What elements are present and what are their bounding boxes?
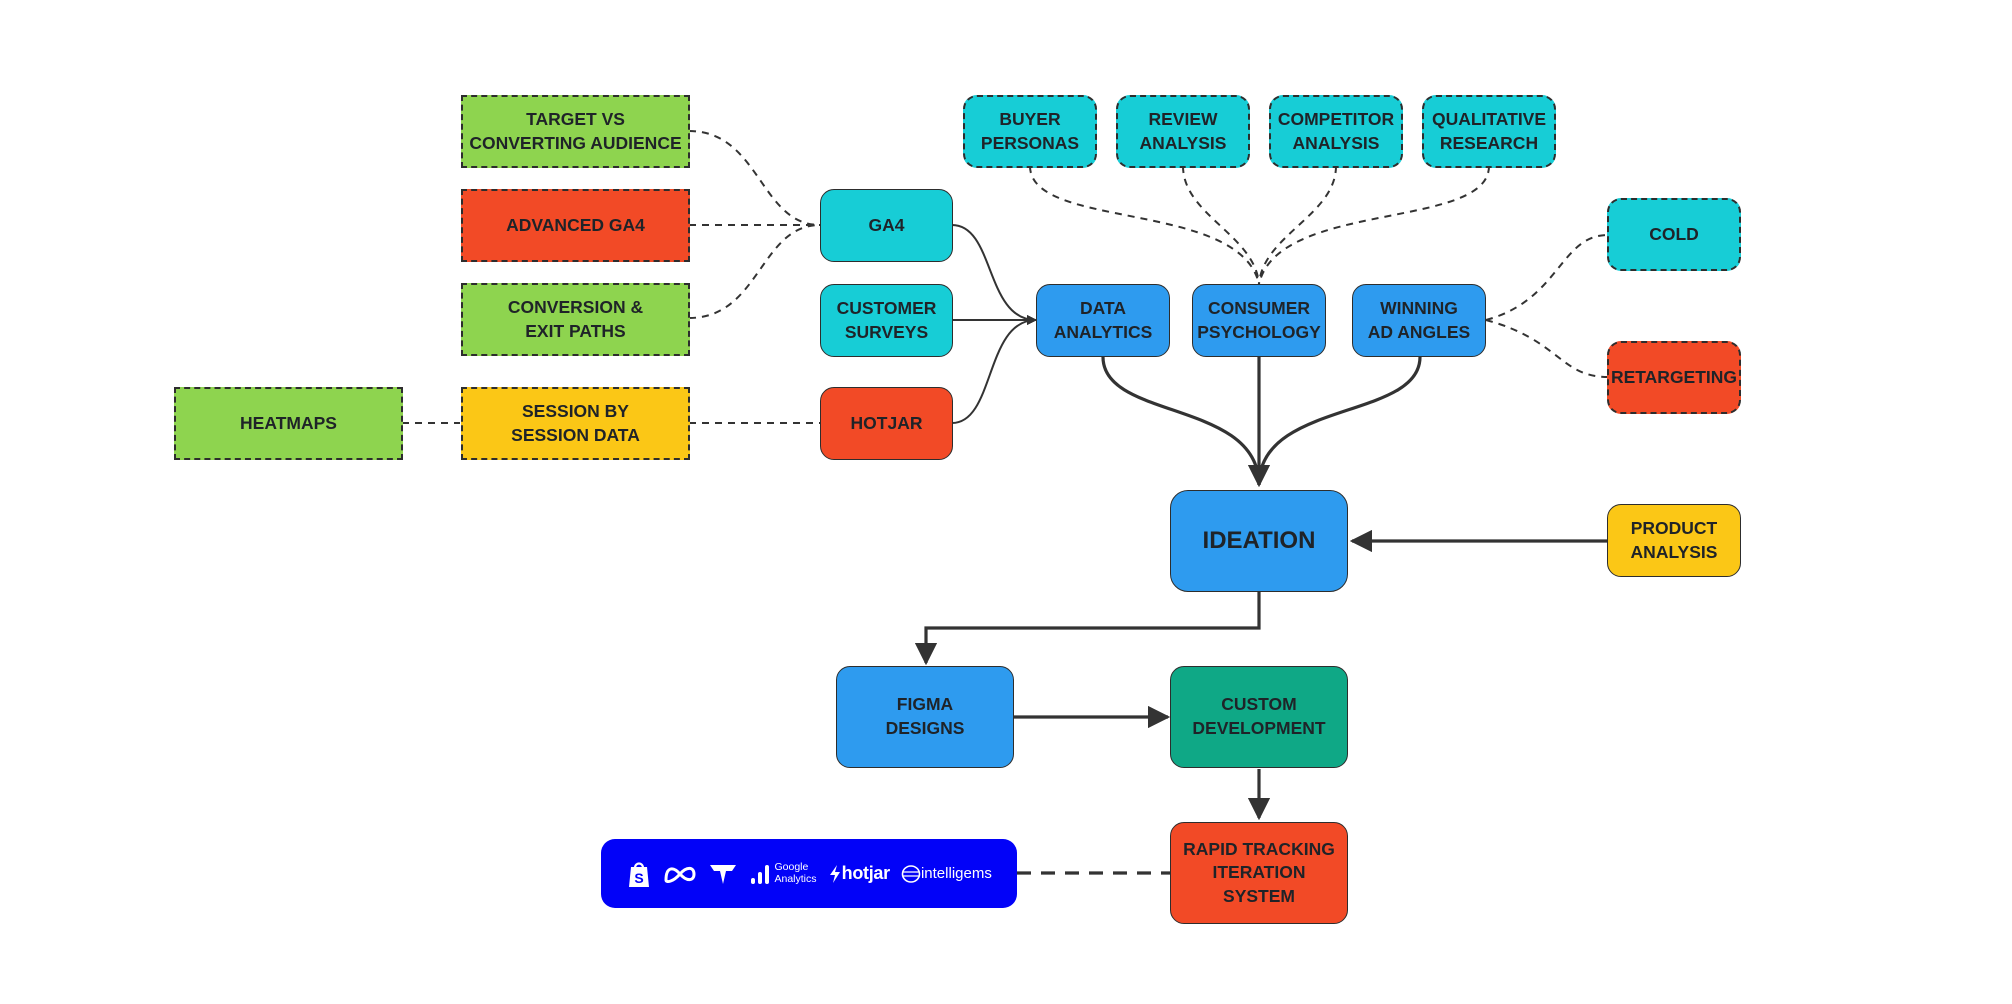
node-consumer-psychology[interactable]: CONSUMER PSYCHOLOGY xyxy=(1192,284,1326,357)
hotjar-logo-text: hotjar xyxy=(841,863,891,883)
triple-whale-icon xyxy=(708,862,738,886)
node-target-vs-converting[interactable]: TARGET VS CONVERTING AUDIENCE xyxy=(461,95,690,168)
connector-qualitative-psych xyxy=(1258,165,1490,285)
node-custom-development[interactable]: CUSTOM DEVELOPMENT xyxy=(1170,666,1348,768)
node-heatmaps[interactable]: HEATMAPS xyxy=(174,387,403,460)
node-review-analysis[interactable]: REVIEW ANALYSIS xyxy=(1116,95,1250,168)
node-ga4[interactable]: GA4 xyxy=(820,189,953,262)
node-customer-surveys[interactable]: CUSTOMER SURVEYS xyxy=(820,284,953,357)
node-ideation[interactable]: IDEATION xyxy=(1170,490,1348,592)
node-cold[interactable]: COLD xyxy=(1607,198,1741,271)
connector-ideation-figma xyxy=(914,592,1261,666)
google-analytics-text: Google Analytics xyxy=(774,861,817,885)
connector-data-ideation xyxy=(1101,356,1261,486)
node-figma-designs[interactable]: FIGMA DESIGNS xyxy=(836,666,1014,768)
intelligems-icon: intelligems xyxy=(901,864,992,884)
connector-hotjar-data xyxy=(951,315,1037,424)
connector-angles-cold xyxy=(1485,234,1609,321)
node-product-analysis[interactable]: PRODUCT ANALYSIS xyxy=(1607,504,1741,577)
node-qualitative-research[interactable]: QUALITATIVE RESEARCH xyxy=(1422,95,1556,168)
google-analytics-icon: Google Analytics xyxy=(750,862,817,884)
meta-icon xyxy=(663,863,697,885)
connector-angles-retargeting xyxy=(1485,319,1609,378)
connector-conversion-ga4 xyxy=(688,224,821,319)
svg-text:S: S xyxy=(634,870,643,886)
node-winning-ad-angles[interactable]: WINNING AD ANGLES xyxy=(1352,284,1486,357)
node-competitor-analysis[interactable]: COMPETITOR ANALYSIS xyxy=(1269,95,1403,168)
connector-personas-psych xyxy=(1029,165,1260,285)
connector-competitor-psych xyxy=(1258,165,1337,285)
connector-angles-ideation xyxy=(1257,356,1422,486)
node-hotjar[interactable]: HOTJAR xyxy=(820,387,953,460)
connector-target-ga4 xyxy=(688,130,821,226)
node-rapid-tracking[interactable]: RAPID TRACKING ITERATION SYSTEM xyxy=(1170,822,1348,924)
node-advanced-ga4[interactable]: ADVANCED GA4 xyxy=(461,189,690,262)
hotjar-icon: hotjar xyxy=(828,863,890,884)
node-retargeting[interactable]: RETARGETING xyxy=(1607,341,1741,414)
node-conversion-exit-paths[interactable]: CONVERSION & EXIT PATHS xyxy=(461,283,690,356)
shopify-icon: S xyxy=(626,859,652,889)
node-session-by-session[interactable]: SESSION BY SESSION DATA xyxy=(461,387,690,460)
tool-logos-bar: S Google Analytics hotjar intelligems xyxy=(601,839,1017,908)
connector-ga4-data xyxy=(951,224,1037,325)
connector-review-psych xyxy=(1182,165,1260,285)
node-data-analytics[interactable]: DATA ANALYTICS xyxy=(1036,284,1170,357)
node-buyer-personas[interactable]: BUYER PERSONAS xyxy=(963,95,1097,168)
intelligems-logo-text: intelligems xyxy=(920,865,992,882)
